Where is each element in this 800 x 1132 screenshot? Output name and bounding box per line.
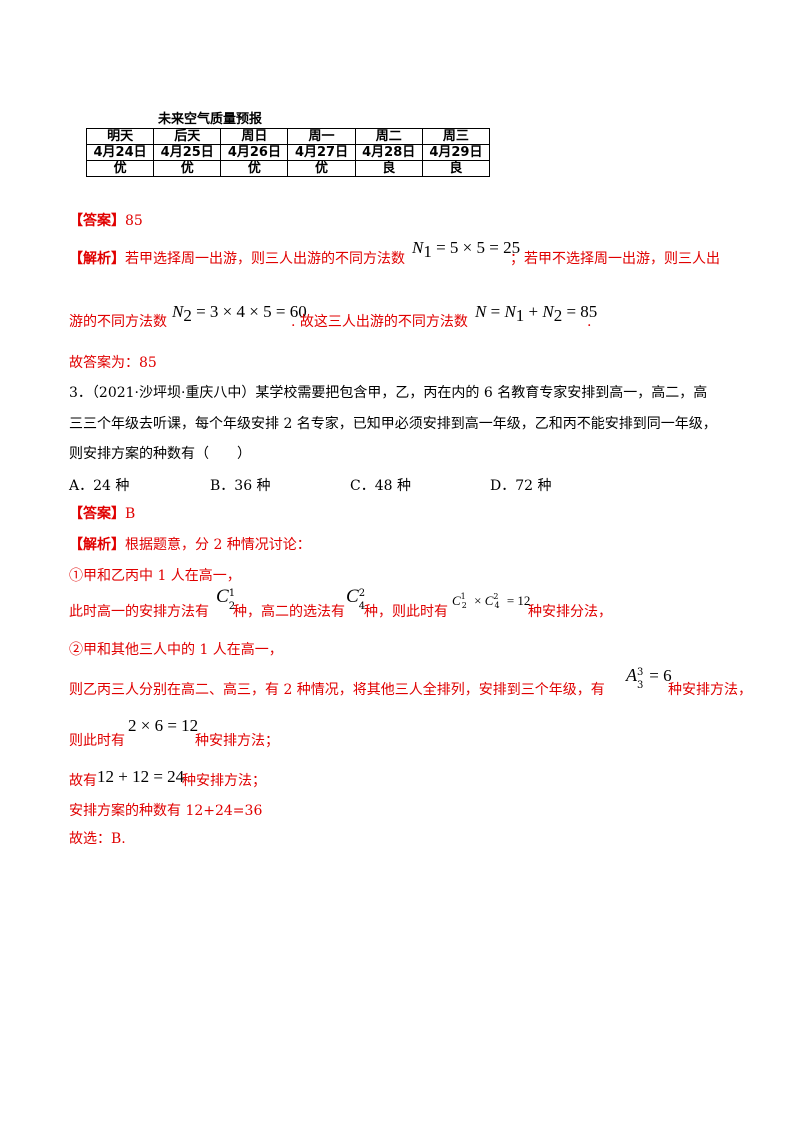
- option-d: D．72 种: [490, 478, 552, 494]
- answer-value: B: [125, 506, 136, 522]
- table-cell: 优: [220, 160, 289, 177]
- table-cell: 4月25日: [153, 144, 222, 161]
- q3-stem-line3: 则安排方案的种数有（ ）: [69, 446, 251, 462]
- table-row-days: 明天 后天 周日 周一 周二 周三: [85, 128, 491, 145]
- q3-total-b: 种安排方法；: [182, 773, 266, 789]
- answer-tag: 【答案】: [69, 506, 125, 522]
- q3-case1-line-c: 种，则此时有: [364, 604, 448, 620]
- option-c: C．48 种: [350, 478, 411, 494]
- q3-stem-line2: 三三个年级去听课，每个年级安排 2 名专家，已知甲必须安排到高一年级，乙和丙不能…: [69, 416, 717, 432]
- q2-analysis-line2-end: .: [587, 314, 592, 330]
- option-b: B．36 种: [210, 478, 271, 494]
- formula-n1: N1 = 5 × 5 = 25: [412, 238, 521, 262]
- q3-case1-line-b: 种，高二的选法有: [233, 604, 345, 620]
- table-cell: 4月24日: [85, 144, 155, 161]
- q3-total-sum: 安排方案的种数有 12+24=36: [69, 803, 263, 819]
- table-title: 未来空气质量预报: [158, 112, 263, 127]
- table-cell: 明天: [85, 128, 155, 145]
- table-row-quality: 优 优 优 优 良 良: [85, 160, 491, 177]
- table-cell: 4月28日: [354, 144, 423, 161]
- formula-n2: N2 = 3 × 4 × 5 = 60: [172, 302, 307, 326]
- q2-analysis-line1: 【解析】若甲选择周一出游，则三人出游的不同方法数: [69, 250, 405, 268]
- analysis-tag: 【解析】: [69, 537, 125, 553]
- table-cell: 4月29日: [421, 144, 491, 161]
- table-cell: 良: [421, 160, 491, 177]
- table-cell: 良: [354, 160, 423, 177]
- q3-case2-line-a: 则乙丙三人分别在高二、高三，有 2 种情况，将其他三人全排列，安排到三个年级，有: [69, 682, 605, 698]
- formula-total: 12 + 12 = 24: [97, 767, 185, 786]
- q2-analysis-line2: 游的不同方法数: [69, 314, 167, 330]
- table-cell: 4月26日: [220, 144, 289, 161]
- formula-c-product: C12 × C24 = 12: [452, 592, 531, 610]
- analysis-tag: 【解析】: [69, 251, 125, 267]
- table-cell: 周日: [220, 128, 289, 145]
- table-row-dates: 4月24日 4月25日 4月26日 4月27日 4月28日 4月29日: [85, 144, 491, 161]
- air-quality-table: 明天 后天 周日 周一 周二 周三 4月24日 4月25日 4月26日 4月27…: [85, 128, 491, 177]
- q3-total-a: 故有: [69, 773, 97, 789]
- q3-case1: ①甲和乙丙中 1 人在高一，: [69, 568, 241, 584]
- table-cell: 4月27日: [287, 144, 356, 161]
- table-cell: 周一: [287, 128, 356, 145]
- analysis-text: 根据题意，分 2 种情况讨论：: [125, 537, 311, 553]
- q3-case2-line2-b: 种安排方法；: [195, 733, 279, 749]
- q2-analysis-line1-cont: ；若甲不选择周一出游，则三人出: [510, 251, 720, 267]
- analysis-text: 若甲选择周一出游，则三人出游的不同方法数: [125, 251, 405, 267]
- table-cell: 周二: [354, 128, 423, 145]
- table-cell: 周三: [421, 128, 491, 145]
- answer-tag: 【答案】: [69, 213, 125, 229]
- table-cell: 优: [287, 160, 356, 177]
- table-cell: 优: [85, 160, 155, 177]
- formula-2x6: 2 × 6 = 12: [128, 716, 199, 735]
- q3-final: 故选：B.: [69, 831, 126, 847]
- q3-case2-line2-a: 则此时有: [69, 733, 125, 749]
- q3-stem-line1: 3．（2021·沙坪坝·重庆八中）某学校需要把包含甲，乙，丙在内的 6 名教育专…: [69, 385, 708, 401]
- q3-case1-line-d: 种安排分法，: [528, 604, 612, 620]
- q3-case2: ②甲和其他三人中的 1 人在高一，: [69, 642, 283, 658]
- q3-analysis-intro: 【解析】根据题意，分 2 种情况讨论：: [69, 536, 311, 554]
- q3-case1-line-a: 此时高一的安排方法有: [69, 604, 209, 620]
- q2-answer-line: 【答案】85: [69, 212, 143, 230]
- option-a: A．24 种: [69, 478, 130, 494]
- table-cell: 优: [153, 160, 222, 177]
- q2-final: 故答案为：85: [69, 355, 157, 371]
- formula-n-total: N = N1 + N2 = 85: [475, 302, 598, 326]
- table-cell: 后天: [153, 128, 222, 145]
- answer-value: 85: [125, 213, 143, 229]
- q2-analysis-line2-cont: . 故这三人出游的不同方法数: [291, 314, 468, 330]
- q3-answer-line: 【答案】B: [69, 505, 135, 523]
- q3-case2-line-b: 种安排方法，: [668, 682, 752, 698]
